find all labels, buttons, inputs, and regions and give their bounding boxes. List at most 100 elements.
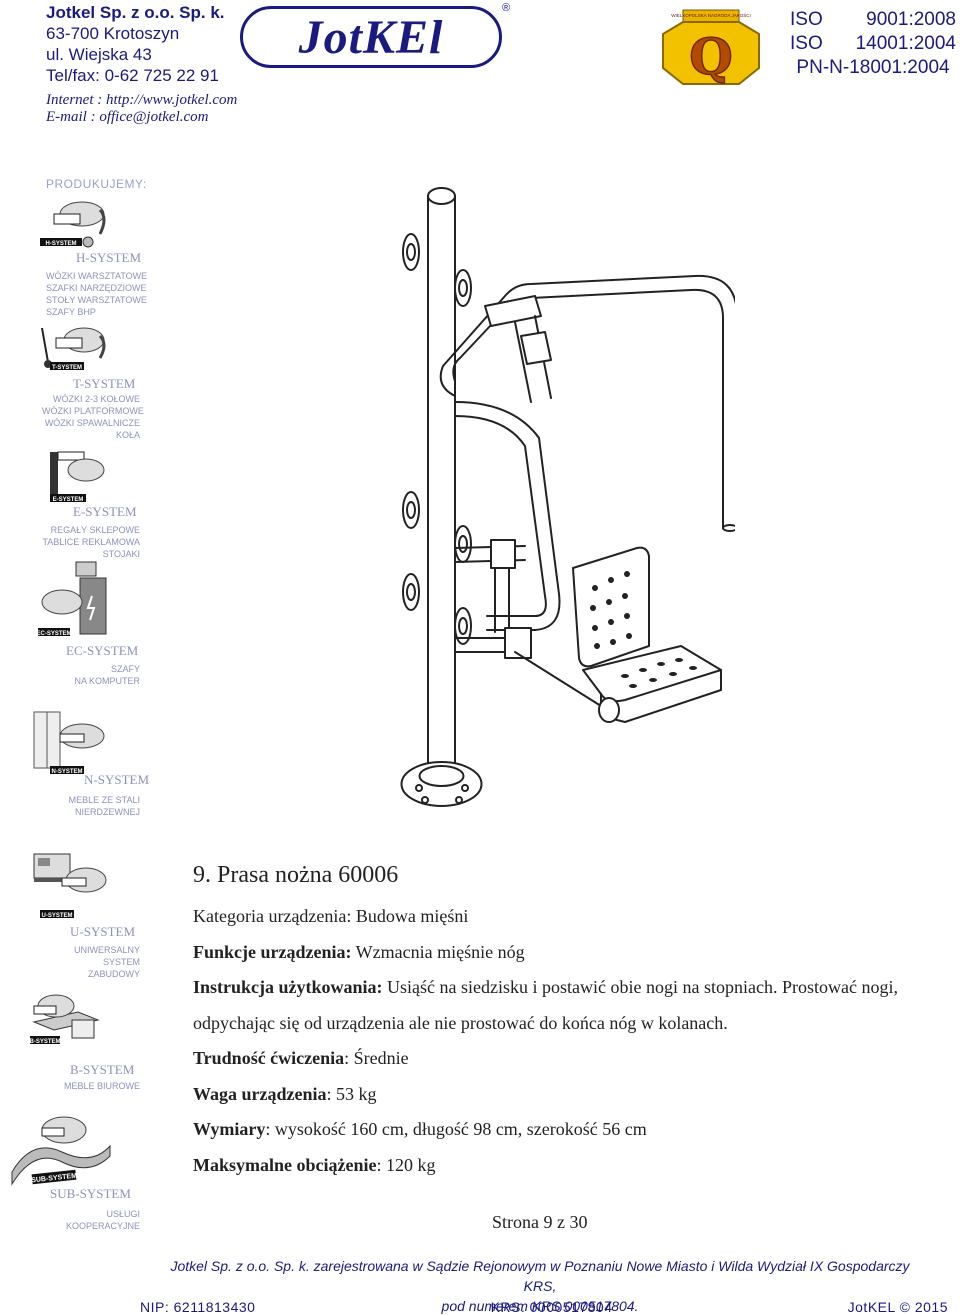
desc-line: WÓZKI 2-3 KOŁOWE [52,394,140,404]
leg-press-drawing [400,187,735,807]
device-heading: 9. Prasa nożna 60006 [193,862,399,888]
u-system-icon[interactable]: U-SYSTEM [32,852,110,920]
weight-row: Waga urządzenia: 53 kg [193,1077,953,1113]
iso-label: ISO [790,33,823,54]
badge-text: SUB-SYSTEM [31,1173,78,1185]
sidebar-item-e-system[interactable]: E-SYSTEM [73,504,137,519]
desc-line: NIERDZEWNEJ [75,807,140,817]
badge-text: N-SYSTEM [51,769,82,775]
weight-label: Waga urządzenia [193,1083,327,1104]
product-sidebar: H-SYSTEM H-SYSTEM WÓZKI WARSZTATOWE SZAF… [0,0,160,1240]
desc-line: WÓZKI PLATFORMOWE [42,406,144,416]
badge-text: H-SYSTEM [45,241,76,247]
desc-line: UNIWERSALNY [73,945,140,955]
max-load-value: : 120 kg [376,1154,436,1175]
registered-mark: ® [502,2,511,14]
desc-line: KOOPERACYJNE [65,1221,140,1231]
desc-line: MEBLE ZE STALI [68,795,140,805]
krs-number: KRS: 0000517804 [490,1299,613,1315]
sidebar-item-t-system[interactable]: T-SYSTEM [73,376,136,391]
sidebar-item-u-system[interactable]: U-SYSTEM [70,924,136,939]
registration-line: pod numerem KRS 000517804. [441,1298,639,1314]
dimensions-label: Wymiary [193,1119,266,1139]
iso-label: ISO [790,9,823,30]
iso-value: 14001:2004 [855,33,956,54]
device-description: 9. Prasa nożna 60006 Kategoria urządzeni… [193,862,953,1183]
system-description: MEBLE BIUROWE [40,1080,140,1092]
desc-line: USŁUGI [106,1209,140,1219]
n-system-icon[interactable]: N-SYSTEM [32,710,108,776]
ec-system-icon[interactable]: EC-SYSTEM [36,560,108,640]
company-name: Jotkel Sp. z o.o. Sp. k. [46,3,225,22]
system-description: USŁUGI KOOPERACYJNE [40,1208,140,1232]
nip-number: NIP: 6211813430 [140,1299,256,1315]
system-description: REGAŁY SKLEPOWE TABLICE REKLAMOWA STOJAK… [40,524,140,560]
company-internet[interactable]: Internet : http://www.jotkel.com [46,92,238,108]
footer-ids: NIP: 6211813430 KRS: 0000517804 JotKEL ©… [140,1299,948,1315]
registration-info: Jotkel Sp. z o.o. Sp. k. zarejestrowana … [160,1256,920,1315]
b-system-icon[interactable]: B-SYSTEM [28,992,102,1046]
category-label: Kategoria urządzenia: [193,906,352,926]
company-street: ul. Wiejska 43 [46,45,152,64]
company-address-block: Jotkel Sp. z o.o. Sp. k. 63-700 Krotoszy… [46,2,237,126]
desc-line: REGAŁY SKLEPOWE [50,525,140,535]
e-system-icon[interactable]: E-SYSTEM [46,450,108,504]
difficulty-row: Trudność ćwiczenia: Średnie [193,1041,953,1077]
system-description: MEBLE ZE STALI NIERDZEWNEJ [40,794,140,818]
logo-text: JotKEl [298,10,444,64]
desc-line: TABLICE REKLAMOWA [42,537,140,547]
h-system-icon[interactable]: H-SYSTEM [38,196,108,252]
sidebar-item-h-system[interactable]: H-SYSTEM [76,250,142,265]
max-load-label: Maksymalne obciążenie [193,1154,377,1175]
badge-text: B-SYSTEM [29,1039,60,1045]
desc-line: WÓZKI SPAWALNICZE [44,418,140,428]
function-value: Wzmacnia mięśnie nóg [351,941,525,962]
desc-line: SZAFY BHP [46,307,96,317]
sidebar-heading: PRODUKUJEMY: [46,177,147,191]
desc-line: STOJAKI [102,549,140,559]
award-text: WIELKOPOLSKA NAGRODA JAKOŚCI [671,11,751,18]
sidebar-item-n-system[interactable]: N-SYSTEM [84,772,150,787]
dimensions-value: : wysokość 160 cm, długość 98 cm, szerok… [265,1119,647,1139]
category-row: Kategoria urządzenia: Budowa mięśni [193,899,953,935]
page-number: Strona 9 z 30 [492,1212,588,1232]
quality-award-logo: WIELKOPOLSKA NAGRODA JAKOŚCI Q [655,8,765,87]
badge-text: T-SYSTEM [52,365,82,371]
system-description: WÓZKI 2-3 KOŁOWE WÓZKI PLATFORMOWE WÓZKI… [42,393,144,441]
desc-line: ZABUDOWY [87,969,140,979]
desc-line: KOŁA [115,430,140,440]
desc-line: SZAFKI NARZĘDZIOWE [46,283,147,293]
instruction-label: Instrukcja użytkowania: [193,977,383,997]
category-value: Budowa mięśni [351,906,469,926]
badge-text: EC-SYSTEM [36,631,71,637]
iso-value: 9001:2008 [866,9,956,30]
max-load-row: Maksymalne obciążenie: 120 kg [193,1148,953,1184]
iso-row: ISO 9001:2008 [790,8,956,32]
sidebar-item-sub-system[interactable]: SUB-SYSTEM [50,1186,131,1201]
badge-text: E-SYSTEM [53,497,84,503]
desc-line: STOŁY WARSZTATOWE [46,295,147,305]
sub-system-icon[interactable]: SUB-SYSTEM [2,1110,114,1186]
weight-value: : 53 kg [326,1083,377,1104]
sidebar-item-ec-system[interactable]: EC-SYSTEM [66,643,139,658]
badge-text: U-SYSTEM [41,913,72,919]
system-description: UNIWERSALNY SYSTEM ZABUDOWY [40,944,140,980]
system-description: WÓZKI WARSZTATOWE SZAFKI NARZĘDZIOWE STO… [46,270,147,318]
function-row: Funkcje urządzenia: Wzmacnia mięśnie nóg [193,935,953,971]
company-telfax: Tel/fax: 0-62 725 22 91 [46,66,219,85]
company-city: 63-700 Krotoszyn [46,24,180,43]
system-description: SZAFY NA KOMPUTER [40,663,140,687]
iso-row: ISO 14001:2004 [790,32,956,56]
t-system-icon[interactable]: T-SYSTEM [38,322,108,374]
dimensions-row: Wymiary: wysokość 160 cm, długość 98 cm,… [193,1112,953,1148]
jotkel-logo: JotKEl [240,6,502,68]
difficulty-value: : Średnie [344,1048,409,1068]
pn-row: PN-N-18001:2004 [790,56,956,80]
desc-line: NA KOMPUTER [74,676,140,686]
desc-line: WÓZKI WARSZTATOWE [46,271,148,281]
desc-line: SYSTEM [102,957,140,967]
desc-line: SZAFY [110,664,140,674]
company-email[interactable]: E-mail : office@jotkel.com [46,109,209,125]
certifications: ISO 9001:2008 ISO 14001:2004 PN-N-18001:… [790,8,956,80]
sidebar-item-b-system[interactable]: B-SYSTEM [70,1062,135,1077]
